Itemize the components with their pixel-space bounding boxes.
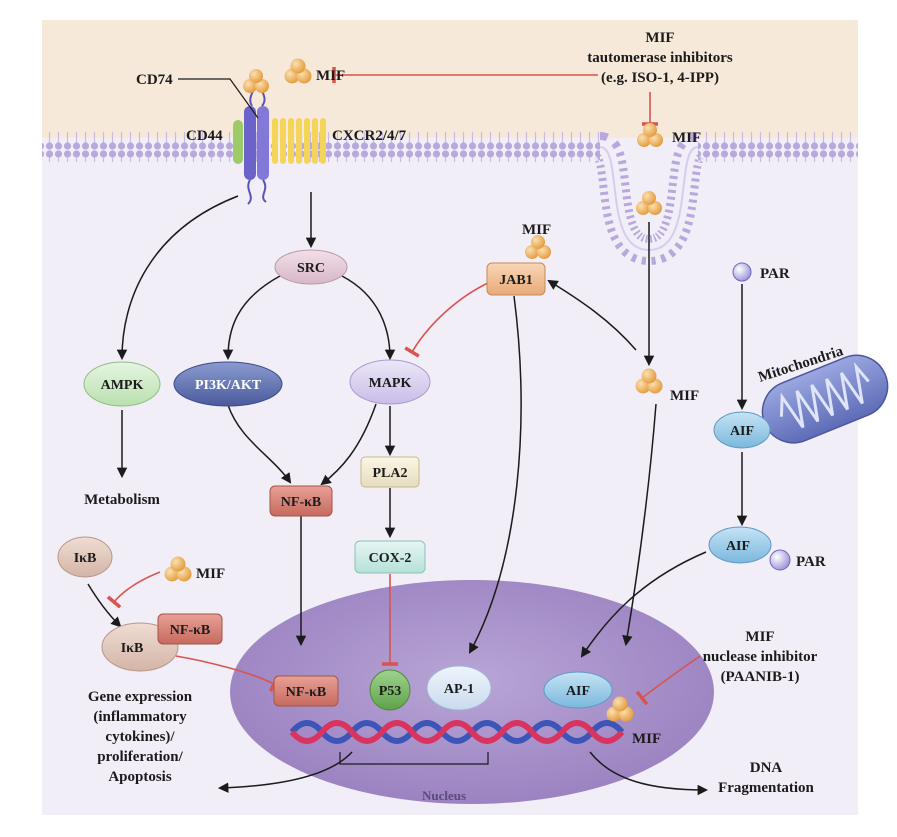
gene-expression-line3: cytokines)/ [105, 729, 175, 745]
aif-mito-label: AIF [730, 424, 754, 439]
jab1-label: JAB1 [499, 273, 532, 288]
mif-trimer-receptor [243, 69, 269, 93]
mif-endocytosis-label: MIF [672, 130, 701, 146]
inhibit-paanib-to-mif [635, 655, 701, 706]
cd44-receptor [233, 120, 243, 164]
edge-dna-to-gene-expression [217, 751, 353, 793]
mapk-label: MAPK [369, 376, 412, 391]
inhibit-mif-to-ikb [106, 571, 161, 609]
cxcr-receptor [272, 118, 326, 164]
node-cox2: COX-2 [354, 540, 426, 574]
node-nfkb-nucleus: NF-κB [273, 675, 339, 707]
receptor-complex [233, 79, 326, 205]
mif-trimer-top [284, 58, 312, 84]
node-aif-cytoplasm: AIF [708, 526, 772, 564]
ikb-complex-label: IκB [121, 641, 144, 656]
node-ap1: AP-1 [426, 665, 492, 711]
edge-mif-to-nucleus [622, 403, 657, 647]
mif-ikb-label: MIF [196, 566, 225, 582]
mif-trimer-endosome [636, 191, 662, 215]
mif-trimer-ikb [164, 556, 192, 582]
cd74-label: CD74 [136, 72, 173, 88]
nfkb-complex-label: NF-κB [170, 623, 210, 638]
node-pla2: PLA2 [360, 456, 420, 488]
cd74-receptor [244, 79, 269, 205]
dna-fragmentation-line1: DNA [750, 760, 783, 776]
ikb-top-label: IκB [74, 551, 97, 566]
dna-bracket [339, 752, 489, 765]
mif-nucleus-label: MIF [632, 731, 661, 747]
mif-jab1-label: MIF [522, 222, 551, 238]
node-src: SRC [274, 249, 348, 285]
edge-mif-to-jab1 [547, 279, 637, 351]
edge-ikb-to-complex [87, 583, 122, 628]
plasma-membrane [42, 132, 858, 266]
node-pi3k-akt: PI3K/AKT [173, 361, 283, 407]
nuclease-label-line3: (PAANIB-1) [721, 669, 800, 685]
gene-expression-line5: Apoptosis [108, 769, 172, 785]
dna-strand-red [289, 720, 625, 744]
mif-trimer-jab1 [525, 235, 551, 259]
inhibitor-label-line2: tautomerase inhibitors [587, 50, 733, 66]
pathway-edges [87, 67, 748, 796]
nuclease-label-line1: MIF [745, 629, 774, 645]
edge-pi3k-to-nfkb [227, 404, 292, 484]
node-nfkb-cytoplasm: NF-κB [269, 485, 333, 517]
node-aif-mitochondria: AIF [713, 411, 771, 449]
edge-mapk-to-nfkb [320, 403, 377, 486]
nfkb-nuc-label: NF-κB [286, 685, 326, 700]
edge-cd74-to-ampk [116, 195, 239, 361]
inhibitor-label-line1: MIF [645, 30, 674, 46]
edge-src-to-pi3k [222, 275, 281, 361]
node-jab1: JAB1 [486, 262, 546, 296]
node-ikb-free: IκB [57, 536, 113, 578]
gene-expression-line4: proliferation/ [97, 749, 183, 765]
edge-aif-par-to-nucleus [580, 551, 707, 658]
mif-trimer-cytosol [635, 368, 663, 394]
par-particle-top [732, 262, 752, 282]
edge-dna-to-fragmentation [589, 751, 709, 796]
src-label: SRC [297, 261, 325, 276]
ap1-label: AP-1 [444, 682, 474, 697]
gene-expression-line1: Gene expression [88, 689, 193, 705]
nucleus-label: Nucleus [422, 788, 466, 803]
par-bound-label: PAR [796, 554, 826, 570]
nuclease-label-line2: nuclease inhibitor [703, 649, 818, 665]
mif-trimer-nucleus [606, 696, 634, 722]
edge-src-to-mapk [341, 275, 396, 361]
dna-strand-blue [289, 720, 625, 744]
cd44-label: CD44 [186, 128, 223, 144]
par-particle-bound [769, 549, 791, 571]
dna-helix [289, 720, 625, 765]
gene-expression-line2: (inflammatory [93, 709, 187, 725]
aif-nuc-label: AIF [566, 684, 590, 699]
nfkb-cyto-label: NF-κB [281, 495, 321, 510]
mif-cytosol-label: MIF [670, 388, 699, 404]
pla2-label: PLA2 [373, 466, 408, 481]
mif-top-label: MIF [316, 68, 345, 84]
par-top-label: PAR [760, 266, 790, 282]
node-aif-nucleus: AIF [543, 671, 613, 709]
cxcr-label: CXCR2/4/7 [332, 128, 407, 144]
node-ikb-nfkb-complex: IκB NF-κB [101, 613, 223, 672]
inhibit-jab1-to-mapk [404, 281, 491, 358]
diagram-labels: CD74 MIF MIF tautomerase inhibitors (e.g… [84, 30, 846, 803]
inhibitor-label-line3: (e.g. ISO-1, 4-IPP) [601, 70, 719, 86]
p53-label: P53 [379, 684, 402, 699]
inhibit-complex-to-nuclear-nfkb [175, 655, 280, 692]
node-p53: P53 [369, 669, 411, 711]
edge-jab1-to-ap1 [468, 295, 522, 654]
cox2-label: COX-2 [369, 551, 412, 566]
metabolism-label: Metabolism [84, 492, 160, 508]
node-ampk: AMPK [83, 361, 161, 407]
pi3k-label: PI3K/AKT [195, 378, 262, 393]
dna-fragmentation-line2: Fragmentation [718, 780, 814, 796]
cd74-pointer [178, 78, 259, 119]
ampk-label: AMPK [101, 378, 144, 393]
aif-cyto-label: AIF [726, 539, 750, 554]
mif-trimer-extracellular [637, 123, 663, 147]
node-mapk: MAPK [349, 359, 431, 405]
